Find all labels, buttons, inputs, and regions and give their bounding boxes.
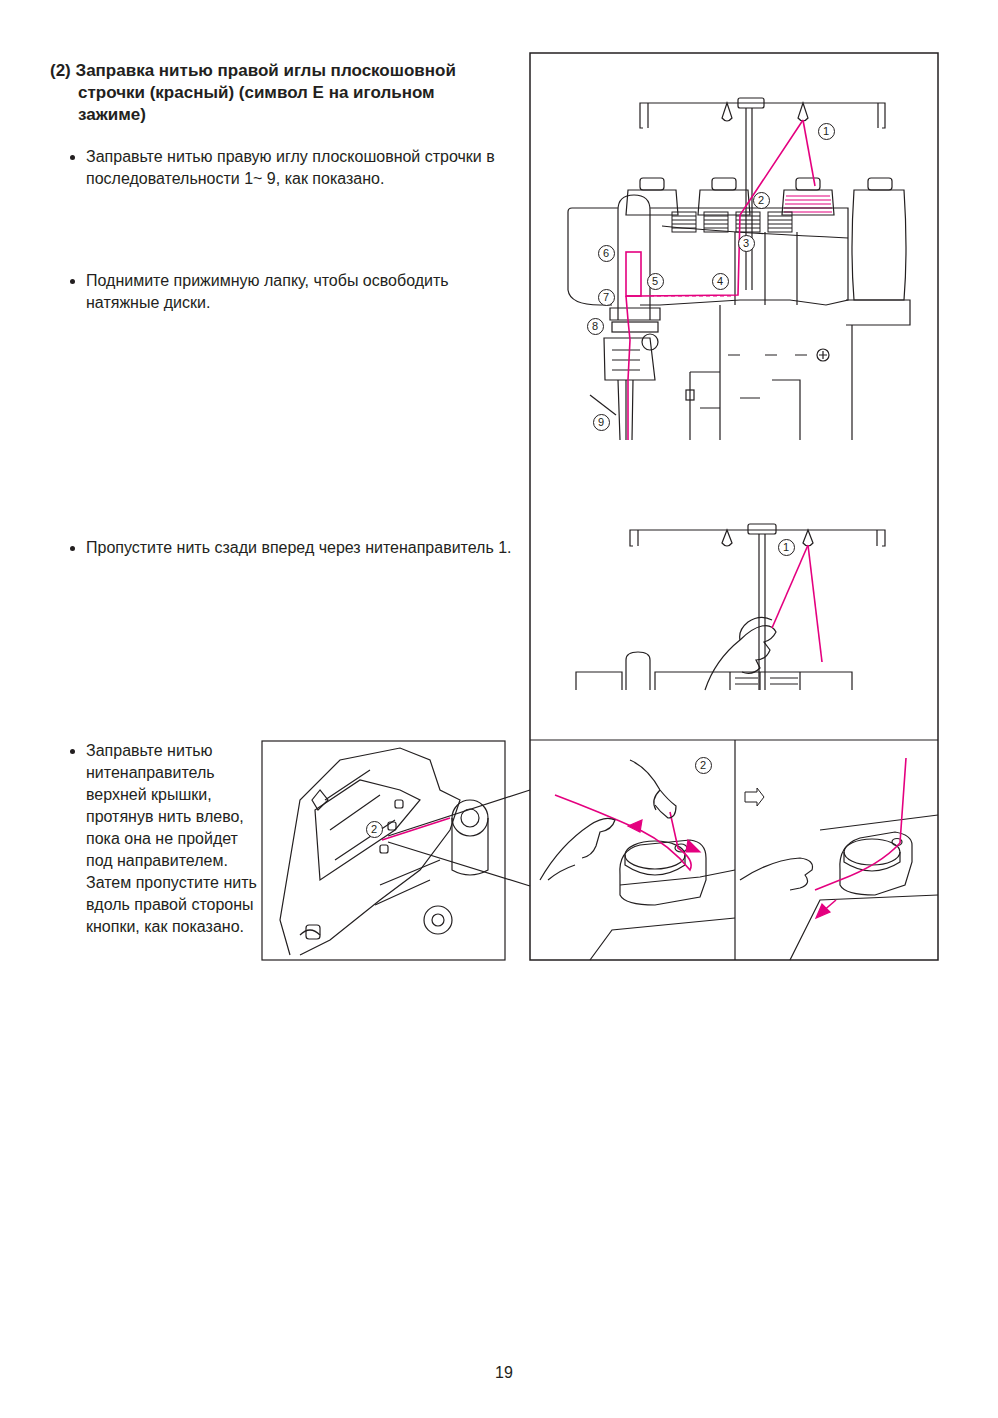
callout-number: 2: [366, 821, 383, 838]
callout-text: 4: [717, 276, 723, 287]
instruction-text: Поднимите прижимную лапку, чтобы освобод…: [86, 270, 516, 314]
callout-text: 8: [592, 321, 598, 332]
callout-text: 5: [652, 276, 658, 287]
callout-number: 5: [647, 273, 664, 290]
callout-number: 8: [587, 318, 604, 335]
callout-text: 7: [603, 292, 609, 303]
callout-number: 1: [778, 539, 795, 556]
callout-text: 3: [743, 238, 749, 249]
callout-number: 2: [695, 757, 712, 774]
callout-text: 1: [783, 542, 789, 553]
callout-text: 6: [603, 248, 609, 259]
callout-text: 2: [700, 760, 706, 771]
callout-text: 1: [823, 126, 829, 137]
instruction-text: Заправьте нитью нитенаправитель верхней …: [86, 740, 258, 938]
callout-number: 3: [738, 235, 755, 252]
callout-number: 1: [818, 123, 835, 140]
callout-number: 6: [598, 245, 615, 262]
callout-text: 9: [598, 417, 604, 428]
instruction-text: Заправьте нитью правую иглу плоскошовной…: [86, 146, 506, 190]
instruction-text: Пропустите нить сзади вперед через нитен…: [86, 537, 516, 559]
callout-text: 2: [371, 824, 377, 835]
page-number: 19: [484, 1362, 524, 1384]
callout-number: 2: [753, 192, 770, 209]
callout-text: 2: [758, 195, 764, 206]
section-title: (2) Заправка нитью правой иглы плоскошов…: [50, 60, 480, 126]
callout-number: 7: [598, 289, 615, 306]
callout-number: 9: [593, 414, 610, 431]
callout-number: 4: [712, 273, 729, 290]
